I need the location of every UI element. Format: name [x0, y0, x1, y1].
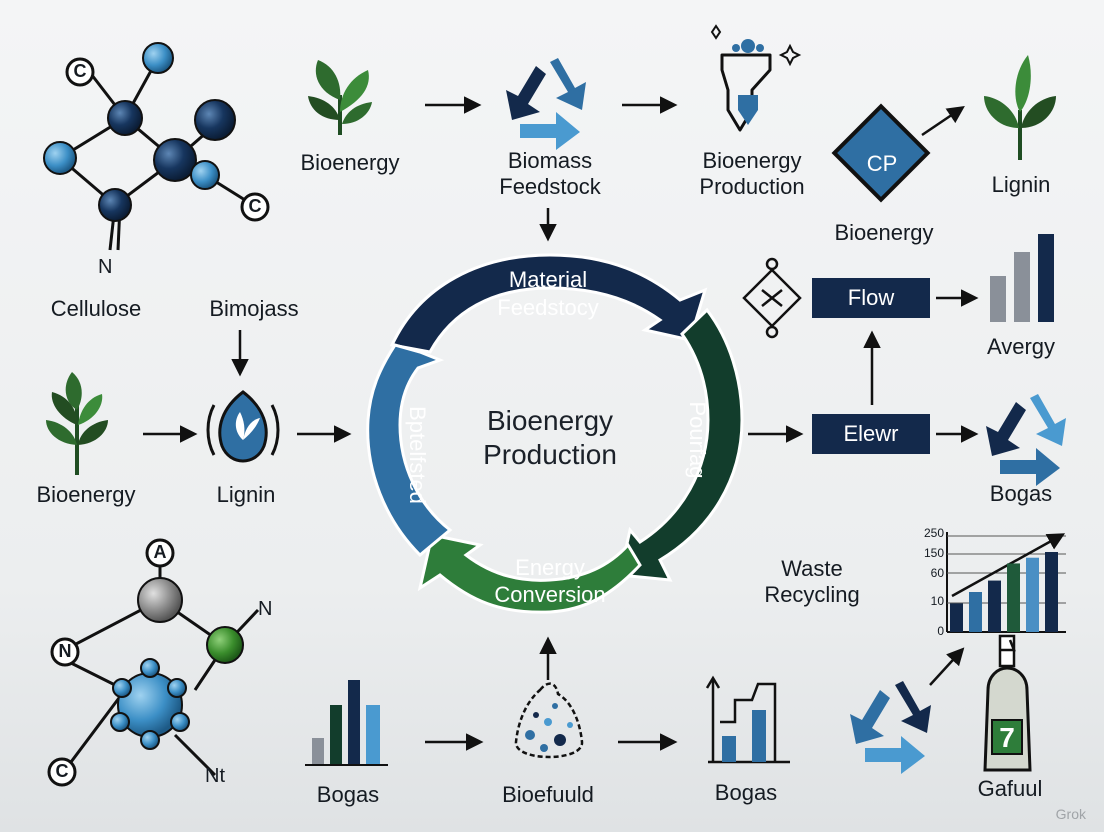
label-avergy: Avergy — [986, 334, 1056, 359]
label-bogas-bottom-mid: Bogas — [714, 780, 778, 805]
molecule-top-left-atoms — [43, 42, 236, 222]
tick-label: 150 — [923, 546, 944, 560]
label-bioenergy-right: Bioenergy — [834, 220, 934, 245]
label-lignin-top: Lignin — [991, 172, 1051, 197]
label-bioenergy-production-top: Bioenergy Production — [699, 148, 805, 199]
tick-label: 10 — [930, 594, 944, 608]
atom-label-n-right: N — [258, 598, 273, 620]
gafuul-jug-icon — [983, 634, 1032, 772]
label-bioefuuld: Bioefuuld — [502, 782, 594, 807]
recycle-icon-bottom — [850, 681, 931, 774]
flow-arrows — [143, 96, 979, 751]
flask-icon — [710, 24, 802, 132]
label-lignin-mid: Lignin — [216, 482, 276, 507]
avergy-bars-icon — [990, 234, 1054, 322]
tick-label: 250 — [923, 526, 944, 540]
atom-label-c-1: C — [73, 61, 87, 81]
jug-number: 7 — [999, 722, 1015, 753]
atom-label-c-bottom: C — [55, 761, 69, 781]
ring-top-line2: Feedstocy — [497, 295, 599, 320]
plant-icon-top — [308, 60, 372, 135]
label-gafuul: Gafuul — [977, 776, 1043, 801]
ring-top-line1: Material — [509, 267, 587, 292]
mini-chart-bar — [988, 580, 1001, 632]
ring-bottom-line2: Conversion — [494, 582, 605, 607]
mini-chart-bar — [969, 592, 982, 632]
bioefuuld-particles-icon — [514, 682, 584, 759]
lignin-drop-icon — [206, 390, 280, 463]
cycle-center-line1: Bioenergy — [486, 405, 614, 436]
ring-right-label: Pourfag — [685, 401, 710, 478]
atom-label-c-2: C — [248, 196, 262, 216]
cycle-center-line2: Production — [483, 439, 617, 470]
atom-label-a: A — [153, 542, 167, 562]
flow-diamond-icon — [742, 257, 802, 339]
elewr-box: Elewr — [812, 414, 930, 454]
cycle-center-title: Bioenergy Production — [483, 404, 617, 472]
label-bimojass: Bimojass — [209, 296, 299, 321]
atom-label-nt: Nt — [205, 765, 225, 787]
cp-label: CP — [866, 151, 898, 176]
bogas-chart-icon — [705, 675, 790, 764]
mini-chart-bar — [950, 603, 963, 632]
molecule-bottom-left-atoms — [110, 577, 244, 750]
plant-icon-right — [984, 55, 1056, 160]
recycle-icon-right — [986, 394, 1066, 486]
ring-left-label: Bptelfsted — [405, 406, 430, 504]
mini-chart-bar — [1007, 563, 1020, 632]
mini-chart-bar — [1045, 552, 1058, 632]
label-cellulose: Cellulose — [50, 296, 142, 321]
plant-icon-left — [46, 372, 108, 475]
tick-label: 60 — [930, 566, 944, 580]
cycle-ring — [366, 253, 744, 614]
cp-diamond — [831, 103, 931, 203]
label-biomass-feedstock: Biomass Feedstock — [499, 148, 601, 199]
atom-label-rings — [47, 57, 270, 787]
label-waste-recycling: Waste Recycling — [764, 556, 860, 607]
watermark: Grok — [1055, 806, 1086, 822]
recycle-icon-top — [506, 58, 586, 150]
atom-label-n-left: N — [58, 641, 72, 661]
atom-label-n-top: N — [98, 256, 113, 278]
label-bogas-right: Bogas — [989, 481, 1053, 506]
flow-box: Flow — [812, 278, 930, 318]
label-bogas-bottom-left: Bogas — [316, 782, 380, 807]
mini-chart-bar — [1026, 557, 1039, 632]
label-bioenergy-left: Bioenergy — [36, 482, 136, 507]
mini-chart-bars — [950, 552, 1058, 632]
tick-label: 0 — [937, 624, 944, 638]
molecule-top-left — [59, 57, 246, 251]
bogas-bars-icon — [305, 680, 388, 766]
ring-bottom-line1: Energy — [515, 555, 585, 580]
label-bioenergy-top: Bioenergy — [300, 150, 400, 175]
